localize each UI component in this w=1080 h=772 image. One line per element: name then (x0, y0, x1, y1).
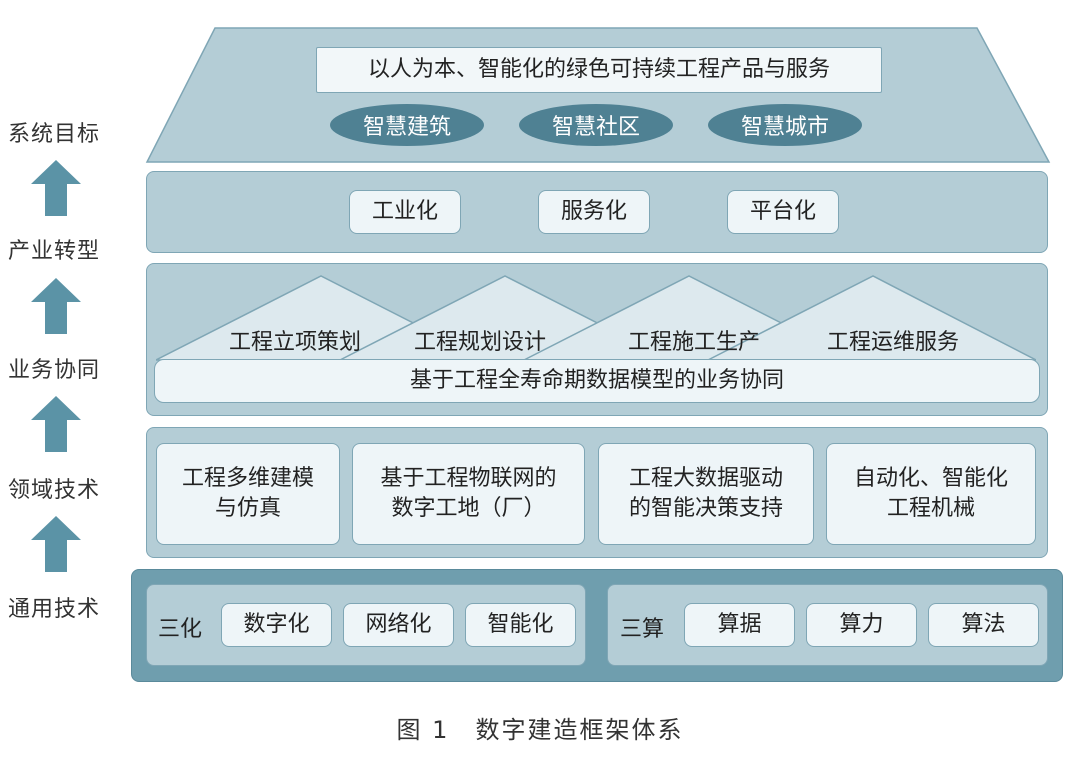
side-label-domain-tech: 领域技术 (8, 478, 101, 503)
industry-item-platformization: 平台化 (727, 190, 839, 234)
domain-tech-iot-site: 基于工程物联网的数字工地（厂） (352, 443, 585, 545)
phase-construction: 工程施工生产 (627, 330, 760, 355)
general-tech-computing-power: 算力 (806, 603, 917, 647)
side-label-system-goal: 系统目标 (8, 122, 101, 147)
domain-tech-text: 的智能决策支持 (628, 496, 783, 521)
domain-tech-text: 工程大数据驱动 (628, 466, 783, 492)
general-tech-right-title: 三算 (620, 617, 665, 642)
general-tech-networking: 网络化 (343, 603, 454, 647)
domain-tech-text: 工程多维建模 (181, 466, 314, 492)
general-tech-intelligence: 智能化 (465, 603, 576, 647)
industry-item-industrialization: 工业化 (349, 190, 461, 234)
phase-project-planning: 工程立项策划 (228, 330, 361, 355)
phase-operation: 工程运维服务 (826, 330, 959, 355)
domain-tech-modeling: 工程多维建模与仿真 (156, 443, 340, 545)
domain-tech-text: 自动化、智能化 (853, 466, 1008, 492)
business-base-bar: 基于工程全寿命期数据模型的业务协同 (154, 359, 1040, 403)
industry-item-servitization: 服务化 (538, 190, 650, 234)
domain-tech-text: 工程机械 (886, 496, 975, 521)
side-label-general-tech: 通用技术 (8, 597, 101, 622)
general-tech-algorithm: 算法 (928, 603, 1039, 647)
domain-tech-text: 基于工程物联网的 (380, 466, 557, 492)
arrow-up-icon (31, 516, 81, 572)
goal-ellipse-smart-community: 智慧社区 (519, 104, 673, 146)
domain-tech-text: 与仿真 (214, 496, 281, 521)
side-label-business: 业务协同 (8, 358, 101, 383)
goal-ellipse-smart-city: 智慧城市 (708, 104, 862, 146)
business-phase-triangles (156, 275, 1036, 361)
figure-caption: 图 1 数字建造框架体系 (396, 716, 684, 744)
arrow-up-icon (31, 278, 81, 334)
general-tech-left-title: 三化 (158, 617, 203, 642)
arrow-up-icon (31, 396, 81, 452)
goal-title-box: 以人为本、智能化的绿色可持续工程产品与服务 (316, 47, 882, 93)
phase-design: 工程规划设计 (413, 330, 546, 355)
domain-tech-text: 数字工地（厂） (391, 496, 546, 521)
general-tech-data: 算据 (684, 603, 795, 647)
goal-ellipse-smart-building: 智慧建筑 (330, 104, 484, 146)
domain-tech-big-data: 工程大数据驱动的智能决策支持 (598, 443, 814, 545)
side-label-industry: 产业转型 (8, 239, 101, 264)
general-tech-digitalization: 数字化 (221, 603, 332, 647)
arrow-up-icon (31, 160, 81, 216)
domain-tech-machinery: 自动化、智能化工程机械 (826, 443, 1036, 545)
